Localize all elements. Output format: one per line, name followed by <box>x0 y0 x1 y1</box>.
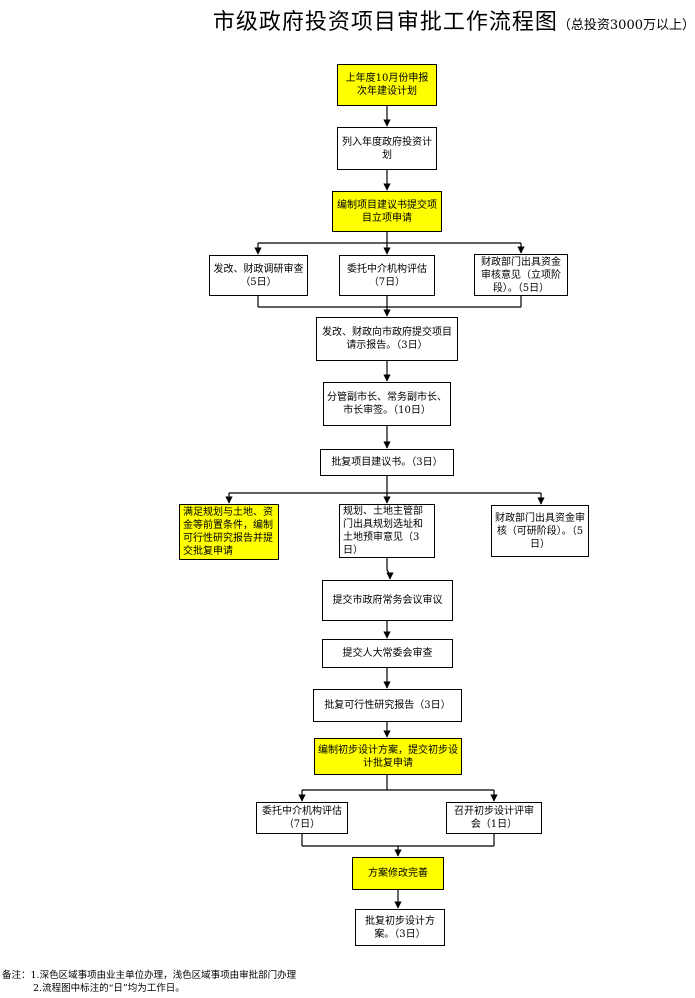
title-sub: （总投资3000万以上） <box>557 18 695 33</box>
node-text: 提交人大常委会审查 <box>342 648 433 659</box>
node-text: 委托中介机构评估（7日） <box>347 263 427 288</box>
node-text: 财政部门出具资金审核意见（立项阶段）。（5日） <box>481 256 561 294</box>
node-text: 批复初步设计方案。（3日） <box>365 915 435 940</box>
node-approve-feasibility: 批复可行性研究报告（3日） <box>313 689 462 722</box>
node-revise-plan: 方案修改完善 <box>352 857 444 890</box>
node-text: 召开初步设计评审会（1日） <box>454 806 534 830</box>
node-text: 规划、土地主管部门出具规划选址和土地预审意见（3日） <box>343 506 423 556</box>
page-title: 市级政府投资项目审批工作流程图（总投资3000万以上） <box>0 4 695 36</box>
node-text: 编制初步设计方案，提交初步设计批复申请 <box>318 744 458 769</box>
node-executive-meeting: 提交市政府常务会议审议 <box>322 580 453 621</box>
node-npc-review: 提交人大常委会审查 <box>322 639 453 668</box>
node-approve-preliminary-design: 批复初步设计方案。（3日） <box>355 909 445 946</box>
node-feasibility-study: 满足规划与土地、资金等前置条件，编制可行性研究报告并提交批复申请 <box>179 504 279 560</box>
node-ndrc-finance-review: 发改、财政调研审查（5日） <box>209 255 308 296</box>
node-text: 委托中介机构评估（7日） <box>262 806 342 830</box>
footnote-2: 2.流程图中标注的“日”均为工作日。 <box>33 983 185 994</box>
node-text: 方案修改完善 <box>368 868 428 879</box>
node-planning-land-opinion: 规划、土地主管部门出具规划选址和土地预审意见（3日） <box>339 504 435 558</box>
node-design-review-meeting: 召开初步设计评审会（1日） <box>446 802 542 834</box>
node-text: 分管副市长、常务副市长、市长审签。（10日） <box>327 392 447 416</box>
node-mayor-sign-off: 分管副市长、常务副市长、市长审签。（10日） <box>323 382 451 426</box>
node-agency-evaluation-1: 委托中介机构评估（7日） <box>339 255 435 296</box>
footnote-1: 备注：1.深色区域事项由业主单位办理，浅色区域事项由审批部门办理 <box>2 970 297 981</box>
node-finance-fund-review-1: 财政部门出具资金审核意见（立项阶段）。（5日） <box>474 254 568 296</box>
node-text: 编制项目建议书提交项目立项申请 <box>337 199 437 224</box>
node-text: 满足规划与土地、资金等前置条件，编制可行性研究报告并提交批复申请 <box>183 507 273 557</box>
node-approve-proposal: 批复项目建议书。（3日） <box>320 449 454 476</box>
title-main: 市级政府投资项目审批工作流程图 <box>212 10 558 35</box>
node-request-report: 发改、财政向市政府提交项目请示报告。（3日） <box>316 317 458 361</box>
node-agency-evaluation-2: 委托中介机构评估（7日） <box>256 802 348 834</box>
node-text: 列入年度政府投资计划 <box>342 136 432 161</box>
node-text: 发改、财政向市政府提交项目请示报告。（3日） <box>322 327 452 351</box>
node-finance-fund-review-2: 财政部门出具资金审核（可研阶段）。（5日） <box>491 505 589 557</box>
node-text: 上年度10月份申报次年建设计划 <box>345 73 429 97</box>
node-preliminary-design: 编制初步设计方案，提交初步设计批复申请 <box>314 738 462 775</box>
node-text: 批复可行性研究报告（3日） <box>324 700 451 711</box>
node-annual-plan-application: 上年度10月份申报次年建设计划 <box>337 64 437 106</box>
node-project-proposal: 编制项目建议书提交项目立项申请 <box>332 191 442 232</box>
footnotes: 备注：1.深色区域事项由业主单位办理，浅色区域事项由审批部门办理 2.流程图中标… <box>2 969 296 995</box>
node-text: 财政部门出具资金审核（可研阶段）。（5日） <box>495 512 585 550</box>
node-text: 发改、财政调研审查（5日） <box>213 263 304 288</box>
node-included-in-investment-plan: 列入年度政府投资计划 <box>337 127 437 170</box>
node-text: 批复项目建议书。（3日） <box>331 457 443 468</box>
node-text: 提交市政府常务会议审议 <box>332 595 443 606</box>
